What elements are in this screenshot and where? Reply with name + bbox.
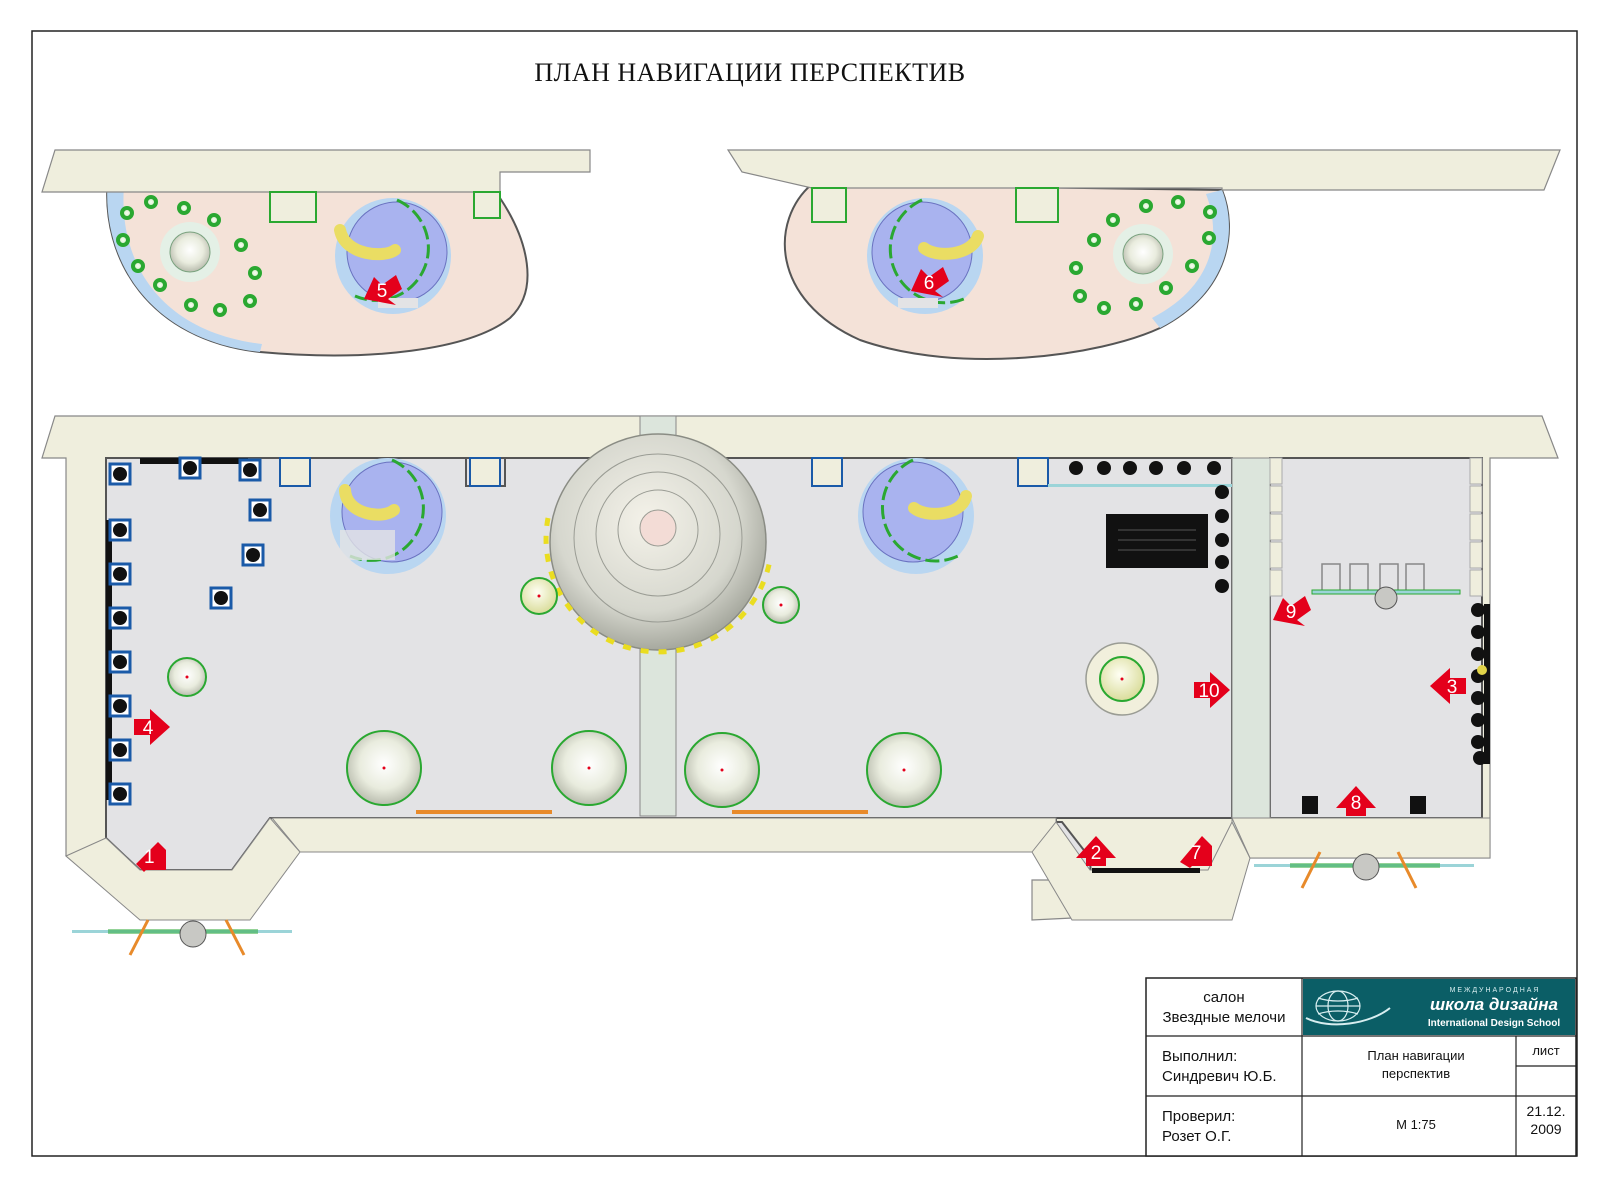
fixture-centers [185, 594, 1124, 772]
central-dome [543, 433, 773, 655]
marker-4: 4 [134, 709, 170, 745]
sheet-frame [31, 30, 1578, 1157]
marker-2: 2 [1076, 836, 1116, 866]
mezzanine-right-seats [1069, 195, 1217, 315]
mezzanine-left-seats [116, 195, 262, 317]
marker-10: 10 [1194, 672, 1230, 708]
project-line2: Звездные мелочи [1162, 1009, 1285, 1026]
logo-main-text: школа дизайна [1430, 995, 1558, 1014]
marker-8-label: 8 [1351, 793, 1362, 814]
right-room-shelves [1269, 457, 1483, 597]
marker-6: 6 [911, 267, 949, 297]
author-name: Синдревич Ю.Б. [1162, 1068, 1277, 1085]
marker-5: 5 [364, 275, 402, 305]
scale-text: М 1:75 [1396, 1117, 1436, 1132]
author-label: Выполнил: [1162, 1048, 1237, 1065]
entrance-right [1254, 851, 1474, 889]
sheet-title-line2: перспектив [1382, 1066, 1450, 1081]
marker-1-label: 1 [144, 847, 155, 868]
marker-6-label: 6 [924, 273, 935, 294]
right-room-yellow-light [1477, 665, 1487, 675]
mezzanine-right [726, 149, 1561, 360]
logo-sub-text: International Design School [1428, 1018, 1560, 1029]
globe-logo-icon [1305, 990, 1391, 1026]
orange-strip-right [732, 810, 868, 814]
checker-name: Розет О.Г. [1162, 1128, 1231, 1145]
left-display-stands [106, 456, 272, 806]
marker-7: 7 [1180, 836, 1212, 868]
spiral-stair-lower-left [330, 458, 446, 574]
logo-tagline: М Е Ж Д У Н А Р О Д Н А Я [1450, 987, 1539, 994]
marker-10-label: 10 [1198, 681, 1219, 702]
reception-counter-detail [1118, 529, 1196, 551]
right-room-display-window [1311, 563, 1461, 610]
project-line1: салон [1203, 989, 1244, 1006]
spiral-stair-upper-left [334, 198, 451, 314]
marker-3-label: 3 [1447, 677, 1458, 698]
date-line1: 21.12. [1527, 1103, 1566, 1119]
checker-label: Проверил: [1162, 1108, 1235, 1125]
bottom-screen [1092, 868, 1200, 873]
right-seating [1048, 461, 1232, 593]
sheet-label: лист [1532, 1043, 1559, 1058]
sheet-title-line1: План навигации [1367, 1048, 1464, 1063]
main-floor [41, 415, 1559, 921]
marker-9: 9 [1273, 596, 1311, 626]
title-block: М Е Ж Д У Н А Р О Д Н А Я школа дизайна … [1145, 977, 1577, 1157]
page-title: ПЛАН НАВИГАЦИИ ПЕРСПЕКТИВ [534, 58, 966, 87]
orange-strip-left [416, 810, 552, 814]
mezzanine-left [41, 149, 591, 357]
marker-1: 1 [136, 842, 166, 872]
marker-7-label: 7 [1191, 843, 1202, 864]
marker-8: 8 [1336, 786, 1376, 816]
marker-3: 3 [1430, 668, 1466, 704]
spiral-stair-lower-right [858, 458, 974, 574]
marker-2-label: 2 [1091, 843, 1102, 864]
right-room-seats [1302, 603, 1490, 814]
marker-5-label: 5 [377, 281, 388, 302]
entrance-left [72, 919, 292, 956]
marker-4-label: 4 [143, 718, 154, 739]
reception-counter [1106, 514, 1208, 568]
marker-9-label: 9 [1286, 602, 1297, 623]
spiral-stair-upper-right [867, 198, 984, 314]
date-line2: 2009 [1530, 1121, 1561, 1137]
